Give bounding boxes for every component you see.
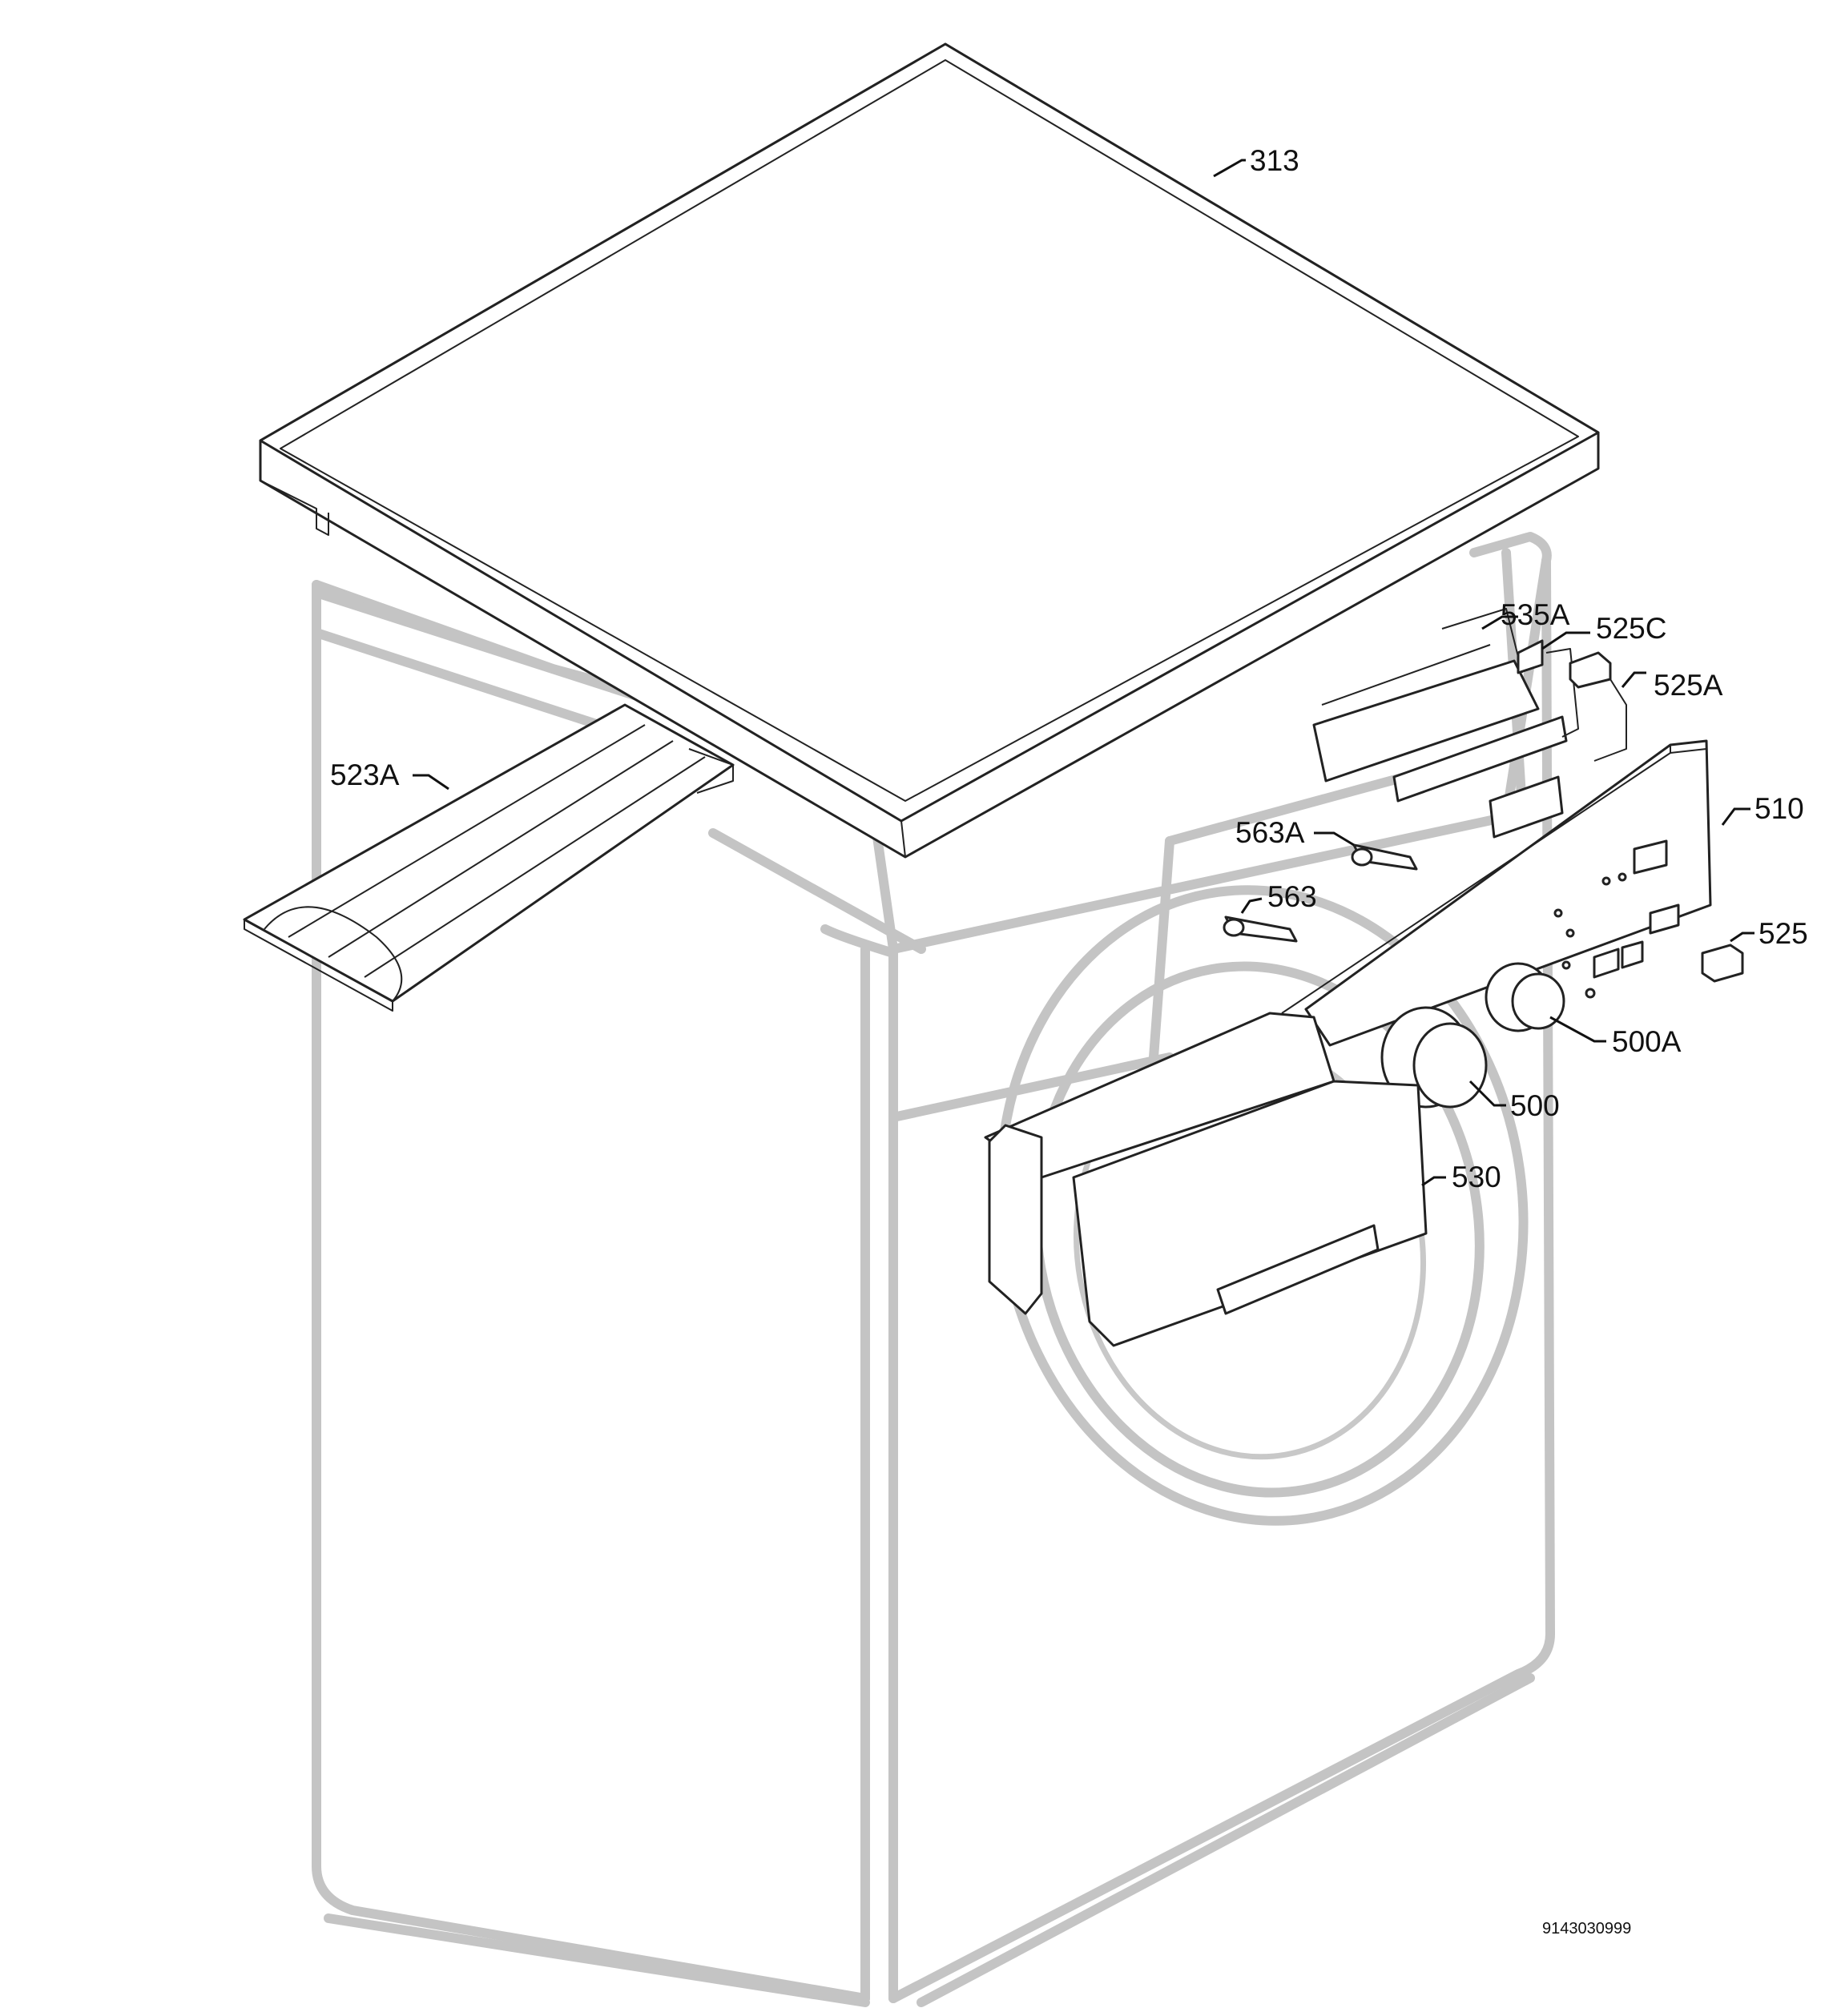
label-510: 510 — [1754, 792, 1804, 825]
knob-500A — [1485, 962, 1565, 1032]
pin-563A — [1351, 843, 1418, 871]
pin-563 — [1223, 915, 1298, 943]
label-313: 313 — [1250, 144, 1299, 177]
button-525 — [1701, 944, 1744, 983]
label-530: 530 — [1452, 1161, 1501, 1193]
light-pipe-525C — [1517, 639, 1544, 674]
label-500: 500 — [1510, 1089, 1560, 1122]
callout-labels: 313 535A 525C 525A 523A 510 563A 563 525… — [330, 144, 1808, 1938]
label-535A: 535A — [1501, 598, 1570, 631]
rail-523A — [243, 703, 735, 1012]
label-525: 525 — [1758, 917, 1808, 950]
document-number: 9143030999 — [1542, 1920, 1631, 1938]
keys-cluster — [1489, 775, 1564, 839]
worktop-313 — [259, 42, 1600, 859]
control-panel-510 — [1281, 739, 1712, 1047]
label-563: 563 — [1267, 880, 1317, 913]
label-525A: 525A — [1654, 669, 1723, 702]
knob-500 — [1380, 1006, 1488, 1109]
control-board-535A — [1312, 608, 1579, 803]
label-525C: 525C — [1596, 612, 1666, 645]
button-525A — [1569, 651, 1627, 762]
label-563A: 563A — [1235, 816, 1305, 849]
leader-lines — [413, 159, 1754, 1187]
dispenser-530 — [984, 1012, 1428, 1347]
label-500A: 500A — [1612, 1025, 1682, 1058]
label-523A: 523A — [330, 759, 400, 791]
